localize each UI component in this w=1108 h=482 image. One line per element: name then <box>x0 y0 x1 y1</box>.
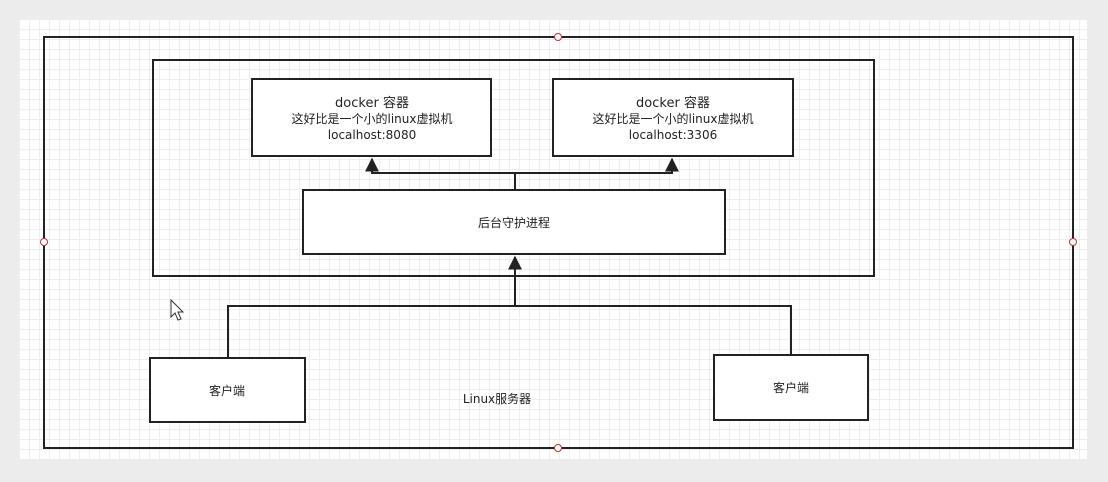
daemon-label: 后台守护进程 <box>478 215 550 230</box>
docker-container-right-box[interactable] <box>552 78 794 157</box>
connector-client-right-to-daemon[interactable] <box>515 305 792 355</box>
daemon-box[interactable] <box>302 189 726 255</box>
resize-handle-left[interactable] <box>40 238 48 246</box>
resize-handle-top[interactable] <box>554 33 562 41</box>
docker-host-box[interactable] <box>152 59 875 277</box>
container-right-address: localhost:3306 <box>629 128 717 142</box>
mouse-pointer-icon <box>170 298 185 321</box>
client-left-label: 客户端 <box>209 383 245 398</box>
container-left-description: 这好比是一个小的linux虚拟机 <box>292 111 453 126</box>
resize-handle-right[interactable] <box>1069 238 1077 246</box>
connector-daemon-to-container-right[interactable] <box>515 157 679 174</box>
client-left-box[interactable] <box>149 357 306 423</box>
connector-client-left-to-daemon[interactable] <box>227 255 522 358</box>
container-left-title: docker 容器 <box>335 95 409 111</box>
container-left-address: localhost:8080 <box>328 128 416 142</box>
container-right-title: docker 容器 <box>636 95 710 111</box>
docker-container-left-box[interactable] <box>251 78 492 157</box>
client-right-box[interactable] <box>713 354 869 421</box>
container-right-description: 这好比是一个小的linux虚拟机 <box>593 111 754 126</box>
resize-handle-bottom[interactable] <box>554 444 562 452</box>
linux-server-label: Linux服务器 <box>463 391 531 406</box>
client-right-label: 客户端 <box>773 380 809 395</box>
connector-daemon-to-container-left[interactable] <box>365 157 516 190</box>
